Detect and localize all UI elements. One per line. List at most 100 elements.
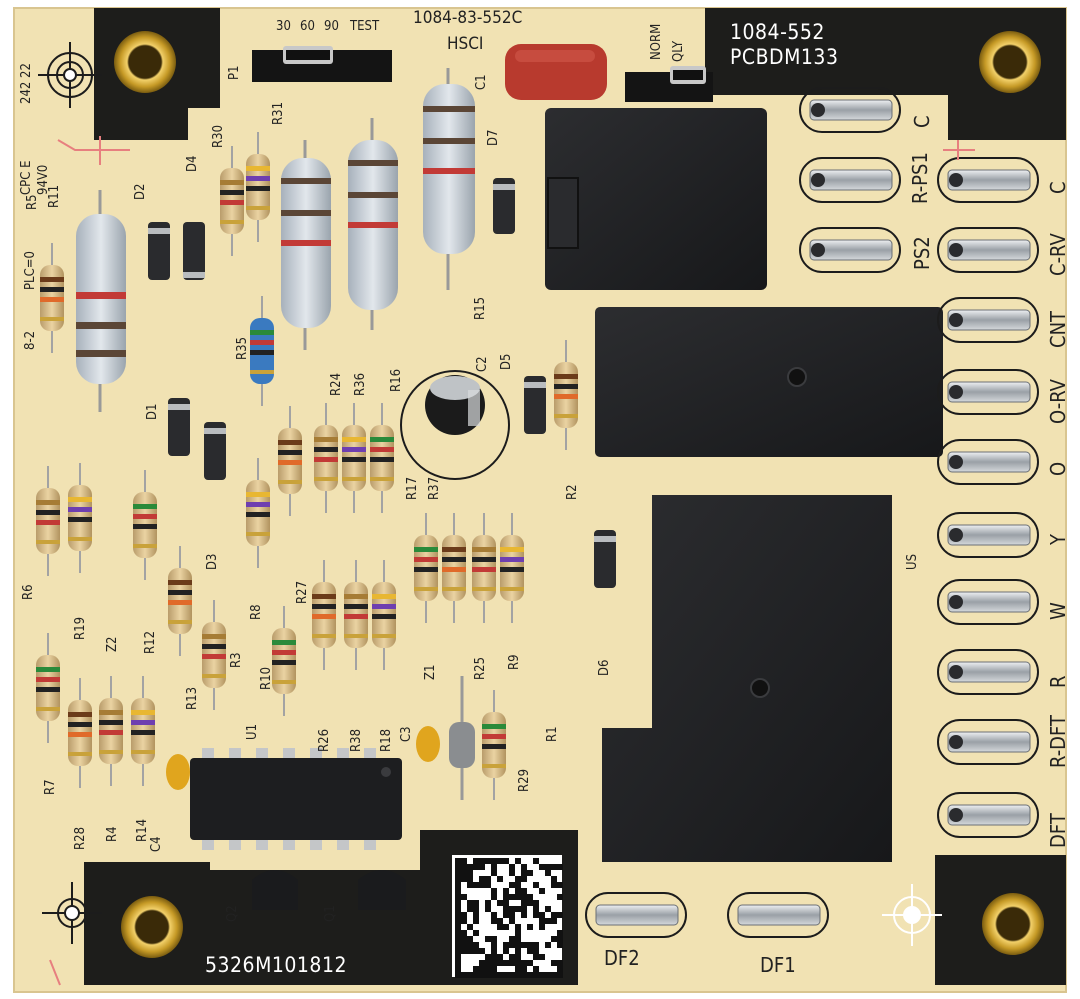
relay-middle — [595, 307, 943, 457]
jumper-pos-30: 30 — [276, 19, 291, 34]
designator-r8: R8 — [249, 604, 264, 620]
resistor-small — [312, 560, 336, 670]
designator-c3: C3 — [399, 726, 414, 742]
designator-r30: R30 — [211, 124, 226, 148]
mounting-hole-top-right — [979, 31, 1041, 93]
designator-r6: R6 — [21, 584, 36, 600]
designator-z2: Z2 — [105, 636, 120, 652]
resistor-small — [250, 296, 274, 406]
resistor-small — [442, 513, 466, 623]
resistor-small — [168, 546, 192, 656]
ic-u1 — [190, 748, 402, 850]
designator-r18: R18 — [379, 728, 394, 752]
transistors — [252, 870, 406, 910]
terminal-label: R-DFT — [1046, 714, 1070, 768]
designator-r37: R37 — [427, 476, 442, 500]
designator-r19: R19 — [73, 616, 88, 640]
designator-r16: R16 — [389, 368, 404, 392]
terminal-label: R — [1046, 675, 1070, 689]
resistor-small — [246, 458, 270, 568]
jumper-p1-label: P1 — [227, 65, 242, 81]
designator-r17: R17 — [405, 476, 420, 500]
terminal-label: DF1 — [760, 953, 796, 977]
designator-r2: R2 — [565, 484, 580, 500]
small-resistors — [36, 132, 578, 800]
resistor-small — [342, 403, 366, 513]
quick-connect-tab — [937, 719, 1039, 765]
resistor-small — [246, 132, 270, 242]
relay-top — [545, 108, 767, 290]
mounting-hole-top-left — [114, 31, 176, 93]
jumper-pos-test: TEST — [350, 19, 380, 34]
board-part-number: 1084-83-552C — [413, 8, 523, 28]
jumper-pos-60: 60 — [300, 19, 315, 34]
designator-r10: R10 — [259, 666, 274, 690]
power-resistor-r16 — [348, 118, 398, 330]
resistor-small — [500, 513, 524, 623]
resistor-small — [278, 406, 302, 516]
resistor-small — [131, 676, 155, 786]
resistor-small — [554, 340, 578, 450]
designator-q1: Q1 — [323, 905, 338, 922]
designator-r3: R3 — [229, 652, 244, 668]
designator-r27: R27 — [295, 580, 310, 604]
terminal-label: O-RV — [1046, 379, 1070, 424]
designator-r12: R12 — [143, 630, 158, 654]
quick-connect-tab — [937, 792, 1039, 838]
resistor-small — [344, 560, 368, 670]
terminal-label: O — [1046, 461, 1070, 476]
terminal-label: C-RV — [1046, 233, 1070, 276]
quick-connect-tab — [937, 439, 1039, 485]
designator-r26: R26 — [317, 728, 332, 752]
quick-connect-tab — [799, 157, 901, 203]
quiet-marking: QLY — [671, 40, 686, 62]
quick-connect-tab — [937, 369, 1039, 415]
quick-connect-tab — [937, 649, 1039, 695]
resistor-small — [314, 403, 338, 513]
resistor-small — [36, 466, 60, 576]
board-model-line-1: 1084-552 — [730, 20, 825, 44]
designator-c2: C2 — [475, 356, 490, 372]
mounting-hole-bottom-right — [982, 893, 1044, 955]
designator-r38: R38 — [349, 728, 364, 752]
designator-r35: R35 — [235, 336, 250, 360]
quick-connect-tab — [799, 87, 901, 133]
quick-connect-tab — [727, 892, 829, 938]
fiducial-top-left — [38, 42, 102, 108]
board-model-line-2: PCBDM133 — [730, 45, 839, 69]
quick-connect-tab — [937, 157, 1039, 203]
rev-marking: 8-2 — [23, 330, 38, 350]
designator-d6: D6 — [597, 659, 612, 676]
date-marking: 242 22 — [19, 63, 34, 104]
designator-r25: R25 — [473, 656, 488, 680]
designator-r14: R14 — [135, 818, 150, 842]
quick-connect-tab — [937, 512, 1039, 558]
capacitor-c2 — [400, 370, 510, 480]
data-matrix-code — [452, 855, 563, 978]
designator-q2: Q2 — [225, 905, 240, 922]
resistor-small — [372, 560, 396, 670]
terminal-label: W — [1046, 602, 1070, 620]
designator-r24: R24 — [329, 372, 344, 396]
designator-r7: R7 — [43, 779, 58, 795]
designator-r31: R31 — [271, 101, 286, 125]
resistor-small — [220, 146, 244, 256]
resistor-small — [414, 513, 438, 623]
designator-u1: U1 — [245, 723, 260, 740]
fiducial-bottom-left — [42, 882, 102, 944]
resistor-small — [99, 676, 123, 786]
power-resistor-r15 — [423, 68, 475, 290]
designator-r36: R36 — [353, 372, 368, 396]
zener-z1 — [449, 676, 475, 800]
designator-d3: D3 — [205, 553, 220, 570]
diodes — [148, 178, 616, 588]
designator-d2: D2 — [133, 183, 148, 200]
quick-connect-terminals — [585, 87, 1039, 938]
ceramic-capacitors — [166, 726, 440, 790]
quick-connect-tab — [937, 579, 1039, 625]
resistor-small — [482, 690, 506, 800]
power-resistor-r11 — [76, 190, 126, 412]
terminal-label: DF2 — [604, 946, 640, 970]
designator-r13: R13 — [185, 686, 200, 710]
